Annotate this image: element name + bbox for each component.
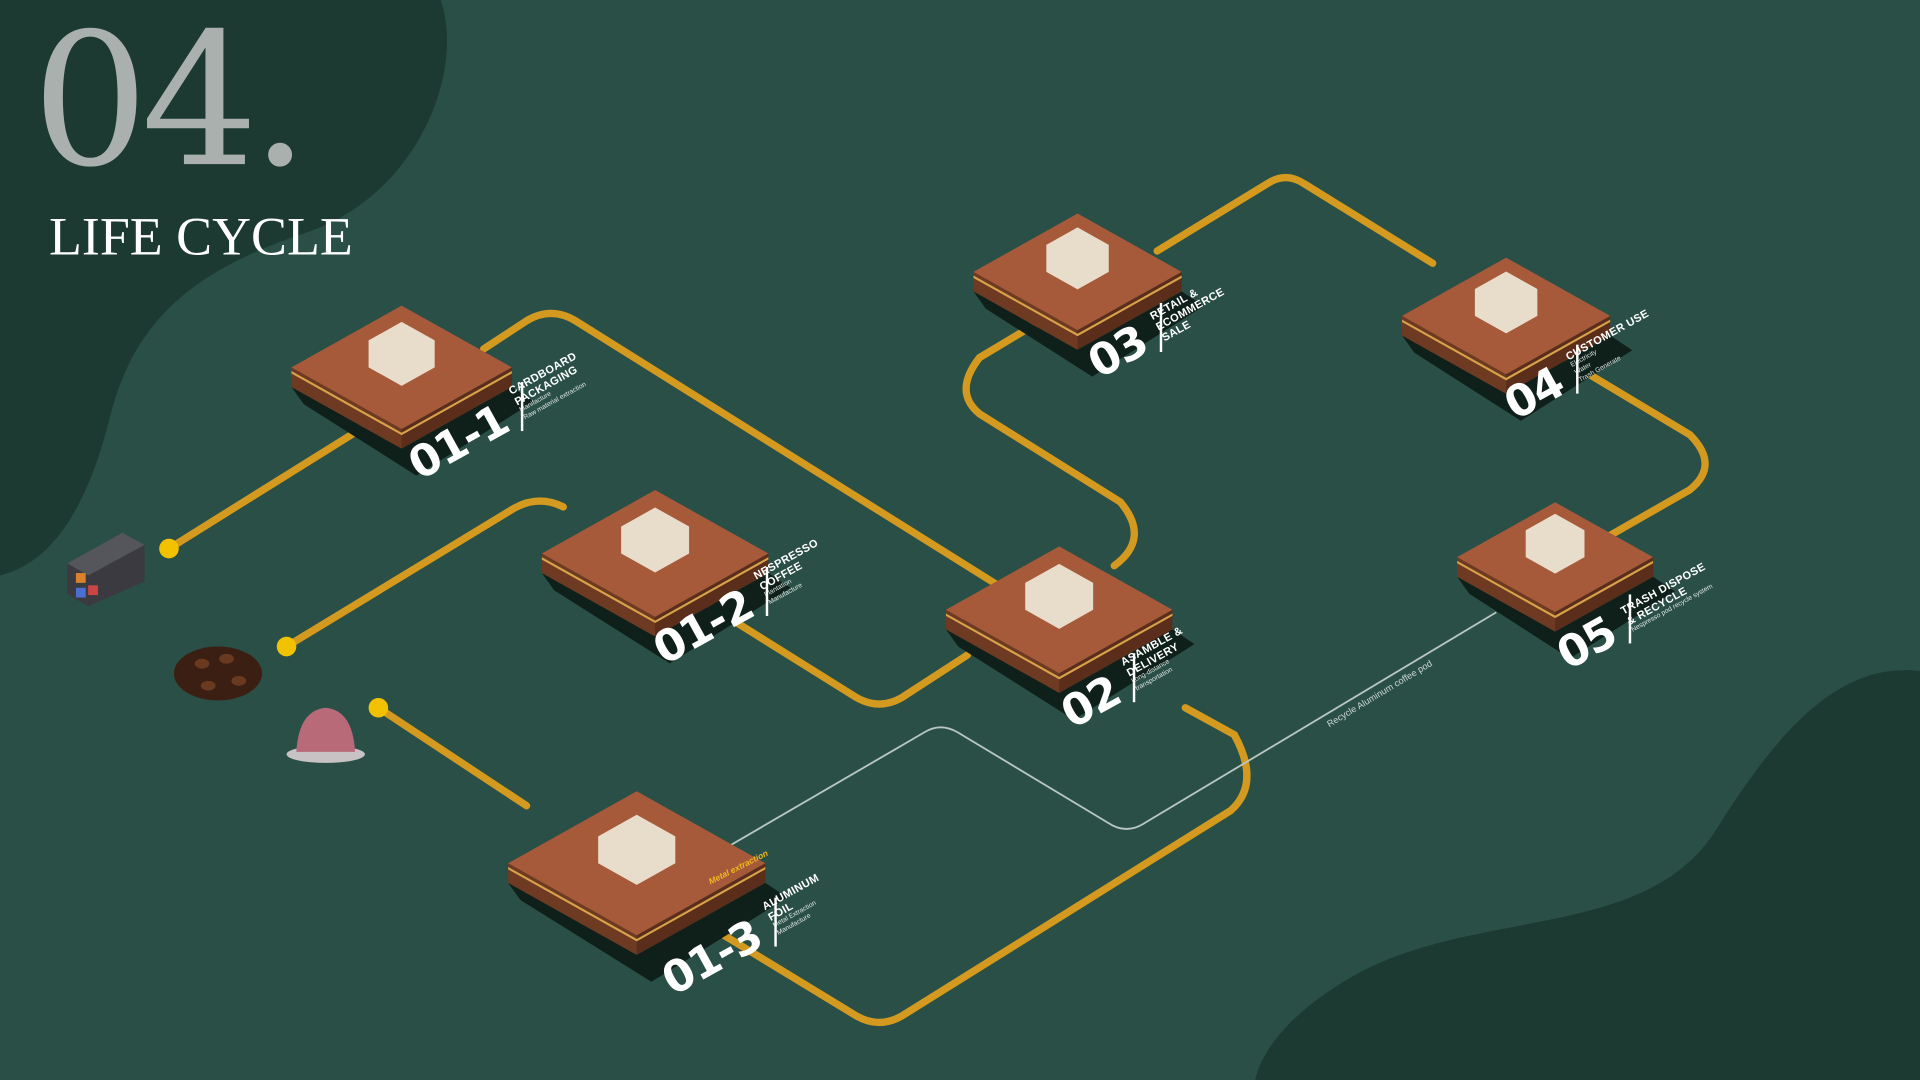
path-01-2-to-02 [706,602,972,708]
tile-retail-shop [973,213,1204,377]
coffee-pod-icon [286,707,365,763]
start-dot-aluminum [368,697,389,718]
tile-recycling-facility [1457,502,1676,659]
page-title: LIFE CYCLE [48,206,353,267]
separator [520,382,523,432]
bottom-right-blob [1255,670,1920,1080]
section-number: 04. [31,0,309,209]
path-01-3-to-02 [712,704,1251,1027]
start-dot-cardboard [159,538,179,559]
capsule-box-icon [67,532,145,607]
path-03-to-04 [1153,173,1437,267]
path-01-1-to-02 [480,309,1002,589]
separator [1628,594,1631,644]
start-dot-coffee [276,636,297,657]
recycle-line [715,611,1497,855]
path-02-to-03 [962,317,1138,570]
separator [765,566,768,616]
separator [1132,653,1135,703]
coffee-beans-icon [173,646,263,701]
path-01-2-in [282,497,567,651]
flow-paths [165,173,1709,1027]
top-left-blob [0,0,447,576]
separator [1576,344,1579,394]
tile-cardboard-factory [291,305,534,476]
separator [774,897,777,947]
path-04-to-05 [1563,357,1709,543]
separator [1159,302,1162,352]
tile-customer-use [1402,257,1633,421]
path-01-3-in [374,704,531,810]
path-01-1-in [165,424,365,553]
tile-assembly-delivery [945,546,1195,720]
tile-aluminum-mine [508,791,788,982]
